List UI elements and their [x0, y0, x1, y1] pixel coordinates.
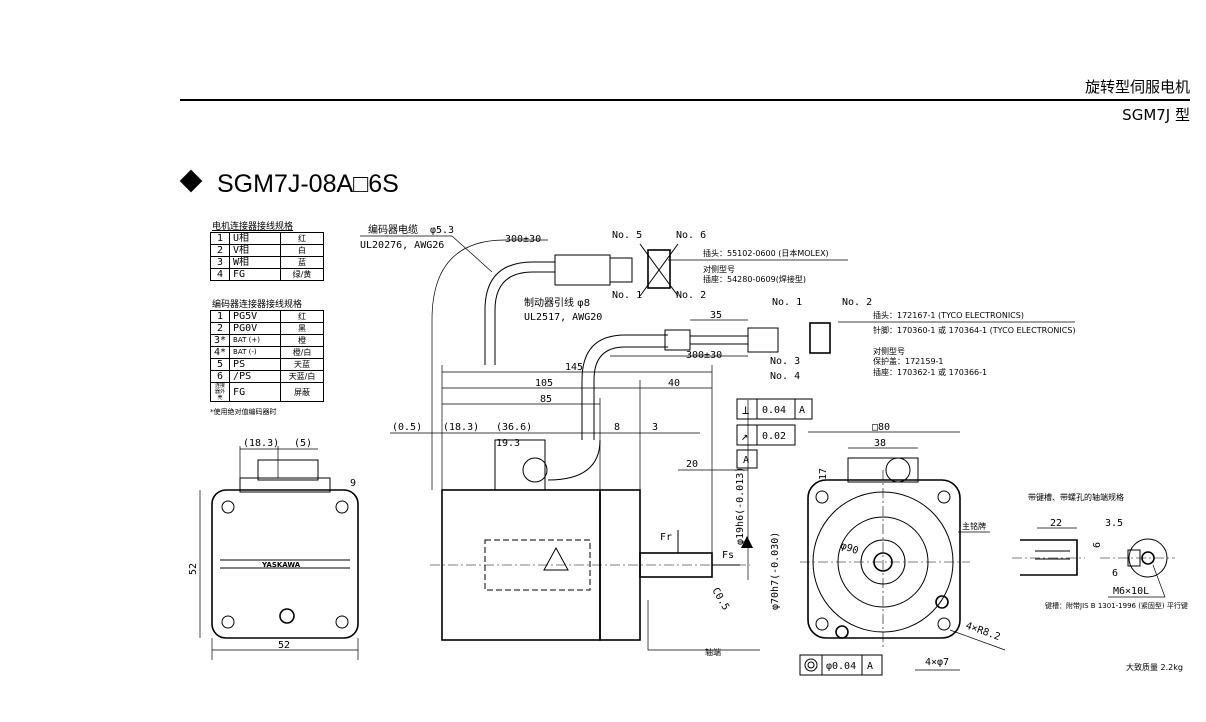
dim-end-18-3: (18.3) — [243, 438, 279, 449]
dim-r8-2: 4×R8.2 — [964, 620, 1002, 643]
dim-0-5: (0.5) — [392, 422, 422, 433]
enc-pin-2: No. 2 — [676, 290, 706, 301]
shaft-spec: 带键槽、带螺孔的轴端规格 22 3.5 6 6 M6×10L 键槽：附带JIS … — [1012, 492, 1188, 672]
pwr-pin-2: No. 2 — [842, 297, 872, 308]
dim-20: 20 — [686, 459, 698, 470]
shaft-dim-3-5: 3.5 — [1105, 518, 1123, 529]
runout-icon: ↗ — [741, 429, 748, 443]
dim-end-52-v: 52 — [188, 563, 199, 575]
power-socket: 插座：170362-1 或 170366-1 — [873, 367, 987, 377]
brake-strip-length: 35 — [710, 310, 722, 321]
power-pin: 针脚：170360-1 或 170364-1 (TYCO ELECTRONICS… — [873, 325, 1076, 335]
brake-cable-spec: UL2517, AWG20 — [524, 312, 602, 323]
encoder-mate-title: 对侧型号 — [703, 264, 735, 274]
encoder-plug: 插头：55102-0600 (日本MOLEX) — [703, 248, 829, 258]
dim-40: 40 — [668, 378, 680, 389]
dim-18-3: (18.3) — [443, 422, 479, 433]
mass: 大致质量 2.2kg — [1126, 662, 1183, 672]
pwr-pin-1: No. 1 — [772, 297, 802, 308]
conc-tol: φ0.04 — [826, 661, 856, 672]
dim-145: 145 — [565, 362, 583, 373]
dim-8: 8 — [614, 422, 620, 433]
force-fs: Fs — [722, 550, 734, 561]
encoder-cable-dia: φ5.3 — [430, 225, 454, 236]
enc-pin-1: No. 1 — [612, 290, 642, 301]
force-fr: Fr — [660, 532, 672, 543]
encoder-connector-title: 编码器连接器接线规格 — [212, 300, 303, 310]
dim-phi90: φ90 — [839, 540, 860, 557]
shaft-dim-22: 22 — [1050, 518, 1062, 529]
dim-38: 38 — [874, 438, 886, 449]
cell: 绿/黄 — [280, 268, 324, 281]
side-view: 145 105 85 40 (0.5) (18.3) (36.6) 19.3 8… — [390, 362, 813, 657]
conc-ref: A — [867, 661, 873, 672]
enc-pin-6: No. 6 — [676, 230, 706, 241]
cell: 连接器外壳 — [209, 382, 231, 402]
shaft-dim-6a: 6 — [1092, 542, 1103, 548]
pwr-pin-3: No. 3 — [770, 356, 800, 367]
perp-tol: 0.04 — [762, 405, 786, 416]
dim-105: 105 — [535, 378, 553, 389]
dim-36-6: (36.6) — [496, 422, 532, 433]
encoder-cable-length: 300±30 — [505, 234, 541, 245]
dim-holes: 4×φ7 — [925, 657, 949, 668]
dim-end-52-h: 52 — [278, 640, 290, 651]
perpendicularity-icon: ⊥ — [742, 403, 749, 417]
model-name: SGM7J-08A□6S — [217, 170, 399, 198]
brake-cable: 制动器引线 φ8 UL2517, AWG20 35 300±30 No. 1 N… — [524, 296, 1076, 440]
shaft-spec-title: 带键槽、带螺孔的轴端规格 — [1028, 492, 1124, 502]
dim-19-3: 19.3 — [496, 438, 520, 449]
dim-sq80: □80 — [872, 422, 890, 433]
shaft-dim-6b: 6 — [1112, 568, 1118, 579]
power-mate-title: 对侧型号 — [873, 346, 905, 356]
encoder-mate: 插座：54280-0609(焊接型) — [703, 274, 806, 284]
datum-a: A — [743, 455, 749, 466]
dim-85: 85 — [540, 394, 552, 405]
thread-spec: M6×10L — [1113, 586, 1149, 597]
front-view: □80 38 17 φ90 4×R8.2 4×φ7 主铭牌 φ0.04 A — [799, 422, 1006, 676]
brake-cable-length: 300±30 — [686, 350, 722, 361]
datum-triangle-icon — [741, 536, 753, 548]
perp-ref: A — [799, 405, 805, 416]
encoder-note: *使用绝对值编码器时 — [210, 408, 277, 416]
dim-end-5: (5) — [294, 438, 312, 449]
brake-cable-label: 制动器引线 φ8 — [524, 296, 590, 309]
cell: 屏蔽 — [280, 382, 325, 402]
enc-pin-5: No. 5 — [612, 230, 642, 241]
dim-end-9: 9 — [350, 478, 356, 489]
table-row: 4*BAT (-)橙/白 — [209, 346, 325, 359]
end-view: YASKAWA (18.3) (5) 9 52 52 — [188, 438, 359, 660]
runout-tol: 0.02 — [762, 431, 786, 442]
key-spec: 键槽：附带JIS B 1301-1996 (紧固型) 平行键 — [1045, 601, 1188, 610]
power-plug: 插头：172167-1 (TYCO ELECTRONICS) — [873, 310, 1024, 320]
encoder-cable-spec: UL20276, AWG26 — [360, 240, 444, 251]
dim-17: 17 — [818, 468, 829, 480]
header-category: 旋转型伺服电机 — [1084, 78, 1190, 96]
motor-connector-title: 电机连接器接线规格 — [212, 222, 294, 232]
brand-label: YASKAWA — [261, 561, 301, 569]
header-rule — [180, 99, 1190, 101]
dim-spigot-dia: φ70h7(-0.030) — [770, 532, 781, 610]
encoder-cable: 编码器电缆 φ5.3 UL20276, AWG26 300±30 No. 5 N… — [360, 223, 848, 490]
page-title: SGM7J-08A□6S — [179, 169, 399, 199]
shaft-end-label: 轴端 — [705, 647, 721, 657]
pwr-pin-4: No. 4 — [770, 371, 800, 382]
power-cover: 保护盖：172159-1 — [873, 356, 944, 366]
header-series: SGM7J 型 — [1122, 106, 1190, 124]
nameplate-label: 主铭牌 — [962, 521, 986, 531]
encoder-cable-label: 编码器电缆 — [368, 223, 418, 236]
dim-shaft-dia: φ19h6(-0.013) — [735, 467, 746, 545]
dim-chamfer: C0.5 — [709, 586, 731, 612]
dim-3: 3 — [652, 422, 658, 433]
